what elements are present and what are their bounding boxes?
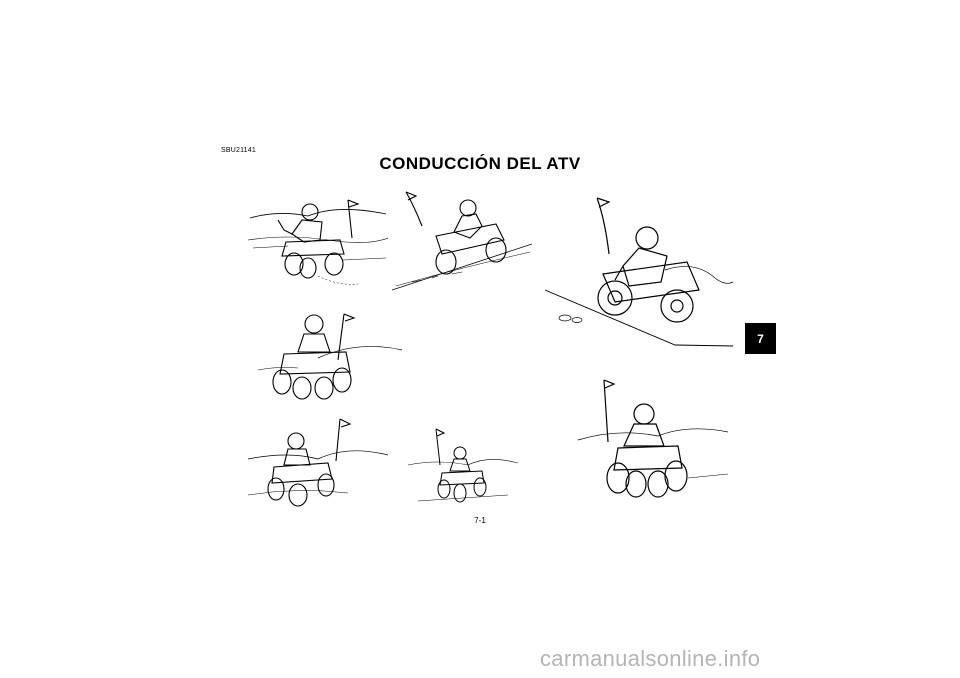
atv-illustration-icon	[545, 197, 734, 347]
atv-illustration-icon	[248, 418, 388, 507]
atv-rider-leaning-climb	[545, 190, 735, 350]
document-code: SBU21141	[221, 147, 256, 154]
chapter-tab: 7	[745, 323, 776, 354]
atv-rider-standing-front	[258, 310, 403, 405]
atv-illustration-icon	[392, 191, 532, 291]
page-title: CONDUCCIÓN DEL ATV	[379, 154, 581, 173]
atv-illustration-icon	[248, 199, 388, 285]
atv-rider-descending-left	[248, 415, 388, 513]
page-number: 7-1	[474, 516, 486, 525]
atv-illustration-icon	[578, 379, 728, 498]
atv-rider-standing-right	[578, 370, 728, 505]
watermark-text: carmanualsonline.info	[540, 646, 761, 671]
atv-illustration-icon	[258, 313, 403, 400]
atv-illustration-icon	[408, 428, 518, 503]
atv-rider-climbing-hill	[392, 186, 532, 294]
atv-rider-turning-flat	[248, 190, 388, 290]
atv-rider-small-slope	[408, 425, 518, 510]
